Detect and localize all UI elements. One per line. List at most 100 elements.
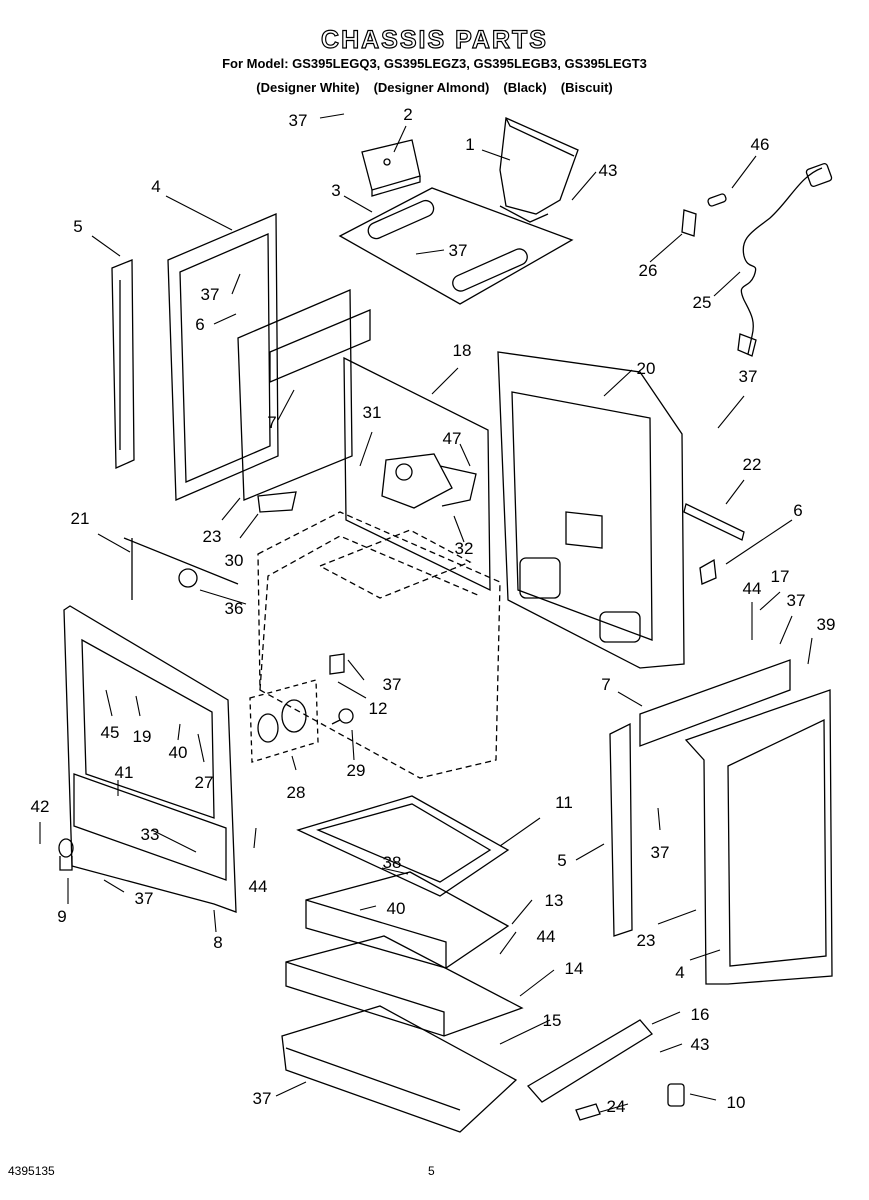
part-16-slide-rail	[526, 1019, 653, 1103]
callout-37: 37	[449, 241, 468, 260]
part-1-shroud	[499, 117, 579, 223]
callout-43: 43	[691, 1035, 710, 1054]
callout-17: 17	[771, 567, 790, 586]
callout-24: 24	[607, 1097, 626, 1116]
part-9-leveling-leg	[58, 838, 74, 871]
callout-36: 36	[225, 599, 244, 618]
document-number: 4395135	[8, 1164, 55, 1178]
callout-8: 8	[213, 933, 222, 952]
color-variants: (Designer White) (Designer Almond) (Black)…	[0, 80, 869, 95]
variant-designer-white: (Designer White)	[256, 80, 360, 95]
callout-4: 4	[151, 177, 160, 196]
callout-44: 44	[249, 877, 268, 896]
part-11-broiler-pan	[296, 795, 510, 897]
variant-biscuit: (Biscuit)	[560, 80, 613, 95]
callout-20: 20	[637, 359, 656, 378]
callout-37: 37	[739, 367, 758, 386]
part-5-right-trim	[609, 722, 633, 937]
variant-designer-almond: (Designer Almond)	[373, 80, 490, 95]
callout-37: 37	[383, 675, 402, 694]
oven-cavity	[257, 511, 501, 779]
callout-40: 40	[387, 899, 406, 918]
part-4-right-side-panel	[684, 689, 833, 985]
callout-28: 28	[287, 783, 306, 802]
callout-16: 16	[691, 1005, 710, 1024]
part-6-bracket	[699, 558, 717, 585]
callout-22: 22	[743, 455, 762, 474]
callout-46: 46	[751, 135, 770, 154]
callout-23: 23	[203, 527, 222, 546]
page-title: CHASSIS PARTS	[320, 25, 548, 54]
leader-lines	[39, 113, 813, 1113]
callout-37: 37	[289, 111, 308, 130]
callout-39: 39	[817, 615, 836, 634]
part-46-strain-relief	[707, 193, 727, 207]
part-30-hinge	[257, 491, 297, 513]
part-5-left-trim	[111, 259, 135, 469]
part-21-window-gasket	[123, 537, 239, 600]
callout-45: 45	[101, 723, 120, 742]
callout-7: 7	[267, 413, 276, 432]
part-28-knobs	[249, 679, 319, 763]
callout-43: 43	[599, 161, 618, 180]
callout-37: 37	[651, 843, 670, 862]
part-18-rear-liner	[343, 356, 491, 592]
callout-32: 32	[455, 539, 474, 558]
part-3-top-panel	[338, 187, 574, 305]
variant-black: (Black)	[503, 80, 547, 95]
callout-6: 6	[793, 501, 802, 520]
callout-26: 26	[639, 261, 658, 280]
part-25-power-cord	[737, 162, 833, 357]
callout-37: 37	[201, 285, 220, 304]
callout-47: 47	[443, 429, 462, 448]
part-14-drawer-liner	[285, 935, 524, 1037]
callout-30: 30	[225, 551, 244, 570]
part-22-rail	[683, 503, 745, 541]
part-8-front-frame	[63, 605, 237, 913]
callout-19: 19	[133, 727, 152, 746]
callout-1: 1	[465, 135, 474, 154]
part-10-foot	[667, 1083, 685, 1107]
callout-31: 31	[363, 403, 382, 422]
callout-13: 13	[545, 891, 564, 910]
part-13-drawer	[305, 871, 510, 969]
callout-5: 5	[73, 217, 82, 236]
callout-6: 6	[195, 315, 204, 334]
callout-37: 37	[253, 1089, 272, 1108]
callout-10: 10	[727, 1093, 746, 1112]
callout-21: 21	[71, 509, 90, 528]
callout-37: 37	[135, 889, 154, 908]
callout-37: 37	[787, 591, 806, 610]
callout-11: 11	[555, 793, 573, 812]
callout-18: 18	[453, 341, 472, 360]
callout-41: 41	[115, 763, 134, 782]
callout-29: 29	[347, 761, 366, 780]
part-15-base-pan	[281, 1005, 518, 1133]
callout-44: 44	[743, 579, 762, 598]
callout-3: 3	[331, 181, 340, 200]
callout-5: 5	[557, 851, 566, 870]
callout-15: 15	[543, 1011, 562, 1030]
part-32-valve-assembly	[381, 453, 477, 509]
callout-25: 25	[693, 293, 712, 312]
part-26-cord-clamp	[681, 209, 697, 237]
part-2-bracket	[361, 139, 421, 197]
callout-23: 23	[637, 931, 656, 950]
callout-2: 2	[403, 105, 412, 124]
part-20-back-wall	[497, 351, 685, 669]
callout-14: 14	[565, 959, 584, 978]
part-7-left-insulation	[237, 289, 371, 501]
callout-33: 33	[141, 825, 160, 844]
part-4-left-side-panel	[167, 213, 279, 501]
callout-44: 44	[537, 927, 556, 946]
part-12-bracket	[329, 653, 345, 675]
page-number: 5	[428, 1164, 435, 1178]
callout-12: 12	[369, 699, 388, 718]
callout-42: 42	[31, 797, 50, 816]
part-7-right-insulation	[639, 659, 791, 747]
part-24-clip	[575, 1103, 601, 1121]
callout-9: 9	[57, 907, 66, 926]
